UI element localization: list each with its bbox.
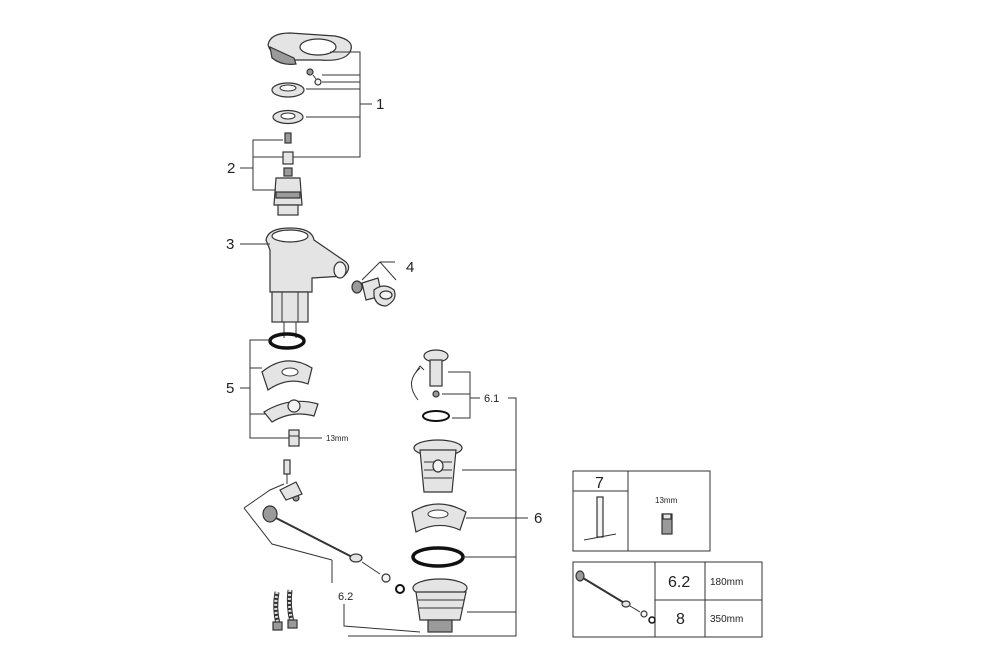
hose-rod-icon — [575, 570, 656, 624]
waste-gasket — [411, 546, 465, 568]
plug-stopper — [423, 349, 449, 398]
callout-2: 2 — [227, 160, 235, 177]
hose-length-table: 6.2 180mm 8 350mm — [572, 561, 763, 638]
bracket-2 — [252, 139, 283, 191]
rotation-arrow — [411, 367, 421, 401]
callout-6-2: 6.2 — [338, 591, 353, 603]
waste-shim — [411, 503, 467, 533]
adapter-piece — [282, 151, 294, 165]
cover-cap — [271, 82, 305, 98]
bracket-4 — [361, 261, 397, 281]
tool-size-label: 13mm — [655, 496, 678, 505]
fixing-nut — [288, 429, 300, 447]
supply-hoses — [272, 589, 298, 631]
cartridge — [273, 167, 303, 216]
bracket-1 — [293, 51, 361, 158]
callout-3: 3 — [226, 236, 234, 253]
plug-seal — [422, 410, 450, 422]
small-screw — [284, 132, 292, 144]
faucet-body — [265, 227, 350, 338]
callout-6: 6 — [534, 510, 542, 527]
table-row-1-length: 180mm — [710, 577, 743, 588]
mounting-shim — [261, 360, 313, 391]
table-row-2-item: 8 — [676, 611, 685, 628]
callout-1: 1 — [376, 96, 384, 113]
bracket-6-2 — [243, 483, 421, 633]
handle-screw-small — [306, 68, 322, 86]
lift-rod — [279, 459, 303, 502]
tool-box: 7 13mm — [572, 470, 711, 552]
clamp-plate — [263, 399, 319, 423]
lever-handle — [267, 32, 352, 65]
callout-4: 4 — [406, 259, 414, 276]
retaining-ring — [272, 109, 304, 125]
table-row-2-length: 350mm — [710, 614, 743, 625]
nut-size-label: 13mm — [326, 434, 349, 443]
table-row-1-item: 6.2 — [668, 574, 690, 591]
waste-body — [412, 578, 468, 633]
pivot-rod — [262, 505, 405, 594]
callout-5: 5 — [226, 380, 234, 397]
o-ring — [268, 332, 306, 350]
callout-6-1: 6.1 — [484, 393, 499, 405]
swivel-spray — [351, 277, 396, 307]
tool-number: 7 — [595, 475, 604, 492]
waste-flange — [413, 439, 463, 493]
bracket-6 — [348, 397, 517, 637]
bracket-6-1 — [442, 371, 471, 419]
bracket-5 — [249, 339, 289, 439]
